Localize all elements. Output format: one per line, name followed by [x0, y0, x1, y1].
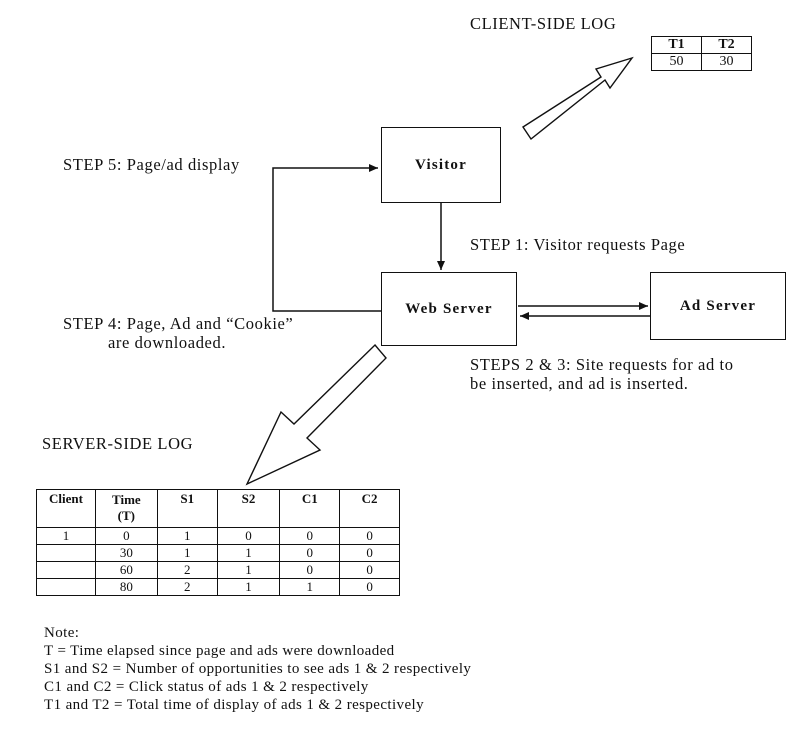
server-log-cell: 0	[339, 527, 400, 545]
step5-connector	[272, 164, 381, 312]
steps23-label-line2: be inserted, and ad is inserted.	[470, 374, 689, 393]
server-log-cell: 0	[279, 527, 341, 545]
server-log-header: S1	[156, 489, 218, 528]
server-log-cell: 0	[339, 544, 400, 562]
server-log-cell: 1	[36, 527, 96, 545]
server-log-header: C1	[279, 489, 341, 528]
note-line: T1 and T2 = Total time of display of ads…	[44, 697, 424, 713]
step4-label-line1: STEP 4: Page, Ad and “Cookie”	[63, 314, 294, 333]
server-log-cell: 0	[216, 527, 281, 545]
note-line: S1 and S2 = Number of opportunities to s…	[44, 661, 472, 677]
client-log-arrow	[522, 56, 634, 141]
ad-server-box: Ad Server	[650, 272, 786, 340]
server-log-cell: 0	[339, 561, 400, 579]
step1-label: STEP 1: Visitor requests Page	[470, 235, 686, 254]
server-log-cell: 0	[339, 578, 400, 596]
client-log-title: CLIENT-SIDE LOG	[470, 14, 617, 33]
client-log-table: T1 T2 50 30	[651, 36, 752, 71]
step5-label: STEP 5: Page/ad display	[63, 155, 240, 174]
server-log-cell: 2	[156, 561, 218, 579]
server-log-cell: 0	[279, 544, 341, 562]
client-log-cell: 30	[701, 53, 752, 71]
server-log-header: S2	[216, 489, 281, 528]
visitor-label: Visitor	[414, 156, 467, 173]
server-log-cell: 1	[156, 544, 218, 562]
step4-label-line2: are downloaded.	[108, 333, 227, 352]
server-log-cell: 1	[216, 561, 281, 579]
server-log-cell	[36, 578, 96, 596]
server-log-cell: 60	[94, 561, 158, 579]
server-log-cell: 80	[94, 578, 158, 596]
notes-block: Note: T = Time elapsed since page and ad…	[44, 624, 471, 714]
server-log-header: Time (T)	[94, 489, 158, 528]
client-log-cell: 50	[651, 53, 702, 71]
server-log-cell: 0	[94, 527, 158, 545]
server-log-cell: 1	[279, 578, 341, 596]
visitor-box: Visitor	[381, 127, 501, 203]
server-log-cell: 0	[279, 561, 341, 579]
note-line: C1 and C2 = Click status of ads 1 & 2 re…	[44, 679, 369, 695]
server-log-cell: 30	[94, 544, 158, 562]
web-server-box: Web Server	[381, 272, 517, 346]
client-log-header: T2	[701, 36, 752, 54]
note-line: T = Time elapsed since page and ads were…	[44, 643, 395, 659]
web-server-label: Web Server	[405, 300, 493, 317]
notes-heading: Note:	[44, 625, 80, 641]
server-log-cell: 2	[156, 578, 218, 596]
server-log-cell: 1	[216, 578, 281, 596]
server-log-header: Client	[36, 489, 96, 528]
server-log-table: Client Time (T) S1 S2 C1 C2 1 0 1 0 0 0 …	[36, 489, 400, 596]
server-log-header: C2	[339, 489, 400, 528]
server-log-title: SERVER-SIDE LOG	[42, 434, 194, 453]
server-log-arrow	[245, 343, 387, 486]
server-log-cell	[36, 544, 96, 562]
ad-server-label: Ad Server	[679, 297, 757, 314]
server-log-cell: 1	[216, 544, 281, 562]
client-log-header: T1	[651, 36, 702, 54]
server-log-cell: 1	[156, 527, 218, 545]
steps23-label-line1: STEPS 2 & 3: Site requests for ad to	[470, 355, 734, 374]
server-log-cell	[36, 561, 96, 579]
